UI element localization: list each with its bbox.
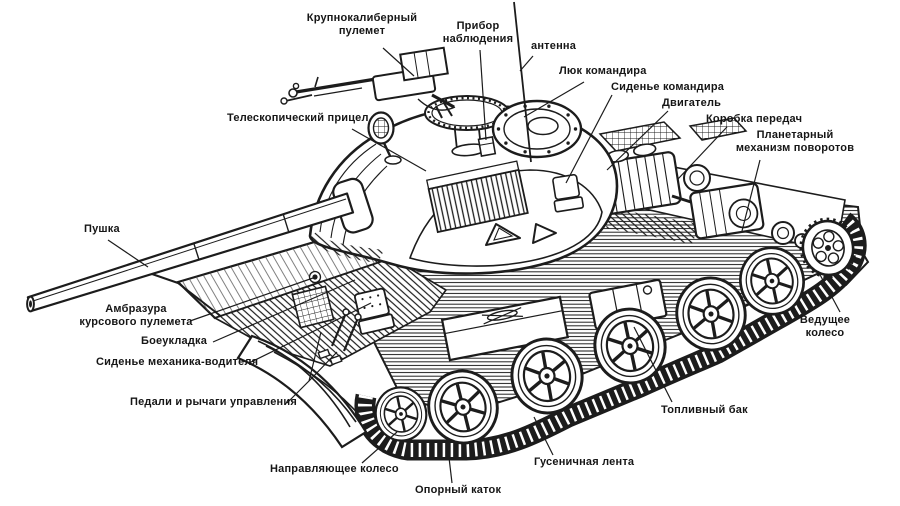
engine-grille (600, 122, 680, 151)
leader-drive-wheel (817, 270, 841, 313)
leader-observation-device (479, 49, 487, 141)
mg-ammo-box (399, 46, 449, 82)
leader-planetary-steering (741, 159, 761, 232)
leader-controls (286, 331, 338, 404)
control-levers (317, 308, 362, 366)
breech-rack (425, 160, 529, 234)
air-cleaner (683, 164, 711, 192)
commander-cupola (491, 99, 583, 159)
label-fuel-tank: Топливный бак (661, 404, 748, 416)
telescopic-sight-scope (367, 111, 402, 165)
label-drive-wheel: Ведущее колесо (799, 314, 851, 339)
label-track: Гусеничная лента (534, 456, 635, 468)
gun-barrel (26, 192, 355, 313)
leader-bow-mg-port (189, 277, 314, 322)
leader-gun (107, 239, 149, 268)
drive-sprocket (799, 217, 857, 279)
label-observation-device: Прибор наблюдения (442, 20, 514, 45)
leader-track (533, 416, 554, 456)
gearbox-unit (689, 182, 765, 240)
driver-compartment (213, 257, 448, 367)
label-idler-wheel: Направляющее колесо (270, 463, 399, 475)
leader-idler-wheel (361, 431, 398, 464)
engine-bay (584, 117, 870, 291)
leader-telescopic-sight (351, 128, 427, 172)
label-telescopic-sight: Телескопический прицел (227, 112, 369, 124)
antenna-rod (513, 1, 532, 163)
label-road-wheel: Опорный каток (415, 484, 502, 496)
label-commander-seat: Сиденье командира (611, 81, 725, 93)
ammo-rack (291, 285, 335, 329)
label-ammo-stowage: Боеукладка (141, 335, 208, 347)
leader-commander-hatch (523, 81, 585, 118)
periscope (477, 135, 497, 158)
commander-seat-object (552, 173, 584, 213)
label-antenna: антенна (531, 40, 577, 52)
heavy-machine-gun (280, 46, 456, 119)
leader-road-wheel (447, 448, 453, 484)
leader-engine (606, 110, 669, 171)
driver-seat (354, 287, 396, 335)
label-controls: Педали и рычаги управления (130, 396, 297, 408)
front-mudguard (236, 334, 368, 449)
label-gearbox: Коробка передач (706, 113, 803, 125)
turret (308, 104, 619, 275)
leader-driver-seat (248, 302, 372, 364)
label-commander-hatch: Люк командира (559, 65, 647, 77)
running-gear (369, 217, 857, 452)
leader-lines (107, 47, 841, 484)
label-driver-seat: Сиденье механика-водителя (96, 356, 259, 368)
leader-ammo-stowage (212, 279, 356, 343)
leader-antenna (519, 55, 534, 72)
label-bow-mg-port: Амбразура курсового пулемета (79, 303, 193, 328)
planetary-steering-unit (771, 221, 795, 245)
toolbox (440, 295, 570, 362)
label-heavy-machine-gun: Крупнокалиберный пулемет (306, 12, 418, 37)
leader-heavy-mg (382, 47, 415, 77)
label-gun: Пушка (84, 223, 120, 235)
leader-commander-seat (565, 94, 613, 184)
label-engine: Двигатель (662, 97, 722, 109)
label-planetary-steering: Планетарный механизм поворотов (735, 129, 855, 154)
leader-gearbox (677, 126, 728, 180)
leader-fuel-tank (633, 326, 673, 403)
